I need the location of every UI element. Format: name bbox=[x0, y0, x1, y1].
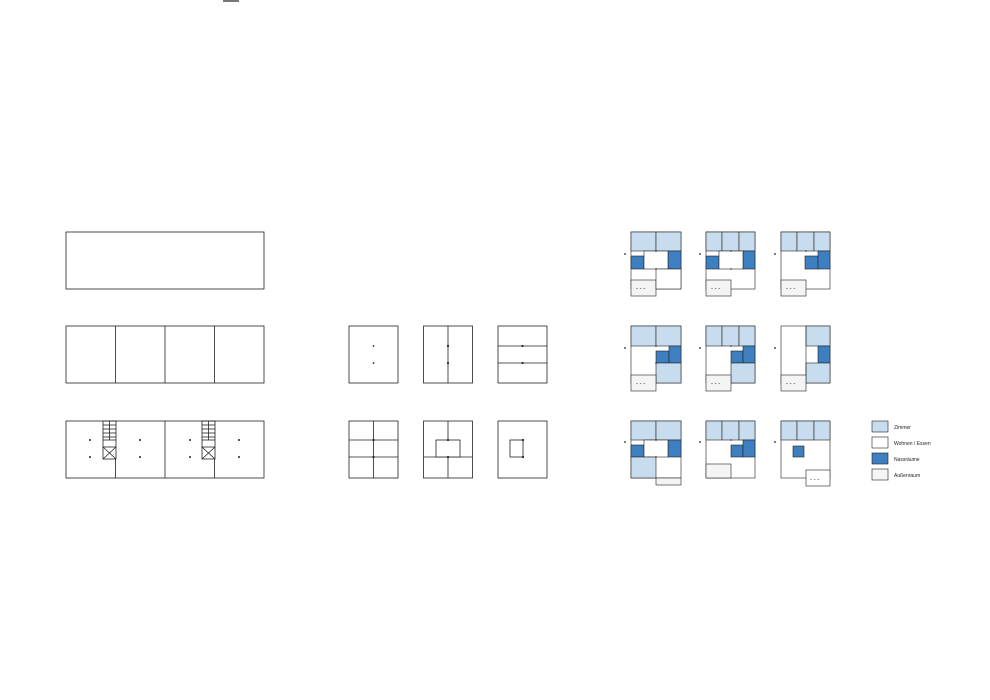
structure-open-core bbox=[497, 420, 548, 479]
svg-text:- - -: - - - bbox=[711, 286, 720, 292]
apartment-plan-2-1: - - - bbox=[624, 325, 682, 392]
legend-swatch-nassraeume bbox=[871, 452, 889, 465]
structure-vertical-wall bbox=[423, 325, 473, 384]
stair-core-1 bbox=[102, 420, 117, 460]
structure-cross-grid bbox=[348, 420, 399, 479]
legend-swatch-zimmer bbox=[871, 420, 889, 433]
structure-central-core bbox=[423, 420, 473, 479]
building-slab-plain bbox=[65, 231, 265, 290]
legend-label-wohnen: Wohnen / Essen bbox=[894, 441, 931, 447]
svg-text:- - -: - - - bbox=[711, 381, 720, 387]
legend-swatch-aussenraum bbox=[871, 468, 889, 481]
apartment-plan-3-3: - - - bbox=[774, 420, 831, 487]
svg-text:- - -: - - - bbox=[636, 286, 645, 292]
apartment-plan-3-2 bbox=[699, 420, 756, 479]
legend-label-zimmer: Zimmer bbox=[894, 425, 911, 431]
svg-text:- - -: - - - bbox=[636, 381, 645, 387]
apartment-plan-1-3: - - - bbox=[774, 231, 831, 297]
svg-text:- - -: - - - bbox=[786, 381, 795, 387]
apartment-plan-1-1: - - - bbox=[624, 231, 682, 297]
building-slab-with-cores bbox=[65, 420, 265, 479]
top-edge-mark bbox=[223, 0, 239, 2]
stair-core-2 bbox=[201, 420, 216, 460]
apartment-plan-2-2: - - - bbox=[699, 325, 756, 392]
apartment-plan-3-1 bbox=[624, 420, 682, 486]
svg-text:- - -: - - - bbox=[786, 286, 795, 292]
legend-label-aussenraum: Außenraum bbox=[894, 473, 920, 479]
structure-column-points bbox=[348, 325, 399, 384]
legend-swatch-wohnen bbox=[871, 436, 889, 449]
apartment-plan-2-3: - - - bbox=[774, 325, 831, 392]
building-slab-four-units bbox=[65, 325, 265, 384]
legend-label-nassraeume: Nassräume bbox=[894, 457, 920, 463]
svg-text:- - -: - - - bbox=[810, 477, 819, 483]
apartment-plan-1-2: - - - bbox=[699, 231, 756, 297]
structure-horizontal-walls bbox=[497, 325, 548, 384]
